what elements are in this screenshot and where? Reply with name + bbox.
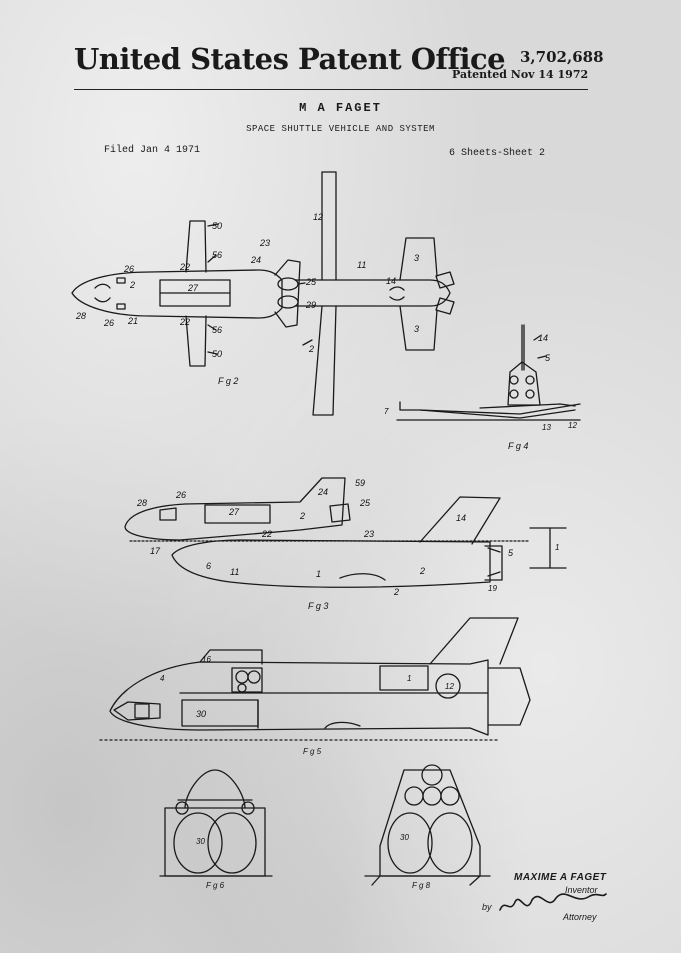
ref-50-top: 50 — [212, 221, 222, 231]
ref-27-top: 27 — [187, 283, 199, 293]
ref-2-fig3-lower: 2 — [393, 587, 399, 597]
header-rule — [74, 89, 588, 90]
ref-17: 17 — [150, 546, 161, 556]
fig3-drawing — [124, 477, 567, 588]
signature-attorney-role: Attorney — [563, 912, 597, 922]
ref-21: 21 — [127, 316, 138, 326]
signature-by: by — [482, 902, 492, 912]
fig2-drawing — [71, 171, 455, 416]
ref-4-fig5: 4 — [160, 674, 165, 683]
ref-14-top: 14 — [386, 276, 396, 286]
ref-3-top: 3 — [414, 253, 419, 263]
ref-12-fig5: 12 — [445, 682, 454, 691]
patent-date: Patented Nov 14 1972 — [452, 68, 589, 81]
ref-dimension: 1 — [555, 543, 559, 552]
patent-title: SPACE SHUTTLE VEHICLE AND SYSTEM — [246, 124, 435, 134]
ref-1-fig5: 1 — [407, 674, 411, 683]
ref-22-fig3: 22 — [261, 529, 272, 539]
ref-12-fig4: 12 — [568, 421, 577, 430]
fig6-drawing — [159, 769, 273, 877]
fig4-label: F g 4 — [508, 441, 528, 451]
ref-2-fig3-orbiter: 2 — [299, 511, 305, 521]
attorney-signature-mark — [499, 893, 607, 911]
fig6-label: F g 6 — [206, 881, 225, 890]
ref-1-fig3: 1 — [316, 569, 321, 579]
ref-2-orbiter: 2 — [129, 280, 135, 290]
ref-13-fig4: 13 — [542, 423, 551, 432]
ref-5-fig4: 5 — [545, 353, 551, 363]
filed-date: Filed Jan 4 1971 — [104, 145, 201, 156]
fig2-label: F g 2 — [218, 376, 238, 386]
fig3-label: F g 3 — [308, 601, 328, 611]
ref-23-top: 23 — [259, 238, 270, 248]
ref-26-bottom: 26 — [103, 318, 114, 328]
ref-2-fig3-booster: 2 — [419, 566, 425, 576]
fig5-drawing — [99, 617, 531, 741]
ref-12-top: 12 — [313, 212, 323, 222]
ref-56-top: 56 — [212, 250, 222, 260]
ref-56-bottom: 56 — [212, 325, 222, 335]
inventor-line: M A FAGET — [299, 101, 382, 115]
ref-26-top: 26 — [123, 264, 134, 274]
signature-inventor-role: Inventor — [565, 885, 598, 895]
ref-2-booster-wing: 2 — [308, 344, 314, 354]
ref-22-top: 22 — [179, 262, 190, 272]
ref-30-fig8: 30 — [400, 833, 409, 842]
ref-59: 59 — [355, 478, 365, 488]
ref-26-fig3: 26 — [175, 490, 186, 500]
ref-23-fig3: 23 — [363, 529, 374, 539]
ref-30-fig6: 30 — [196, 837, 205, 846]
ref-24-fig3: 24 — [317, 487, 328, 497]
ref-14-fig3: 14 — [456, 513, 466, 523]
ref-25-top: 25 — [305, 277, 317, 287]
fig8-label: F g 8 — [412, 881, 431, 890]
ref-5-fig3: 5 — [508, 548, 514, 558]
signature-inventor-name: MAXIME A FAGET — [514, 872, 607, 883]
ref-27-fig3: 27 — [228, 507, 240, 517]
ref-25-fig3: 25 — [359, 498, 371, 508]
ref-50-bottom: 50 — [212, 349, 222, 359]
ref-16: 16 — [202, 655, 211, 664]
ref-24-top: 24 — [250, 255, 261, 265]
ref-30-fig5: 30 — [196, 709, 206, 719]
sheet-count: 6 Sheets-Sheet 2 — [449, 148, 546, 159]
fig8-drawing — [364, 764, 491, 886]
ref-28: 28 — [75, 311, 86, 321]
fig4-drawing — [396, 324, 581, 421]
ref-14-fig4: 14 — [538, 333, 548, 343]
ref-19: 19 — [488, 584, 497, 593]
patent-number: 3,702,688 — [520, 48, 604, 66]
fig5-label: F g 5 — [303, 747, 322, 756]
office-title: United States Patent Office — [74, 42, 506, 76]
ref-29: 29 — [305, 300, 316, 310]
ref-22-bottom: 22 — [179, 317, 190, 327]
ref-28-fig3: 28 — [136, 498, 147, 508]
ref-7-fig4: 7 — [384, 407, 389, 416]
ref-11-fig3: 11 — [230, 567, 239, 577]
ref-3-bottom: 3 — [414, 324, 419, 334]
ref-6: 6 — [206, 561, 211, 571]
ref-11-top: 11 — [357, 260, 366, 270]
